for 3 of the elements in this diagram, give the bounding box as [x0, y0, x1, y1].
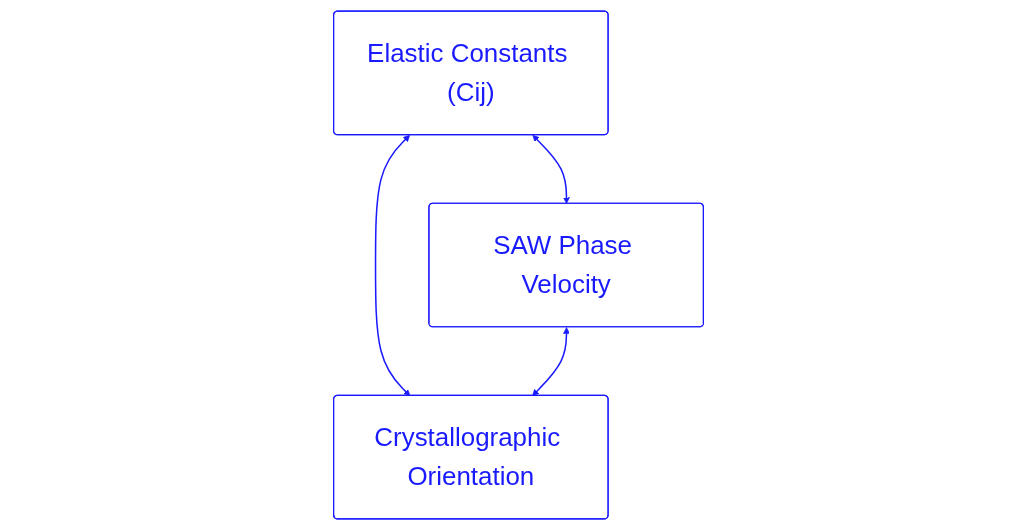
arrow — [531, 326, 570, 396]
arrow — [374, 134, 410, 396]
arrow — [531, 134, 570, 204]
